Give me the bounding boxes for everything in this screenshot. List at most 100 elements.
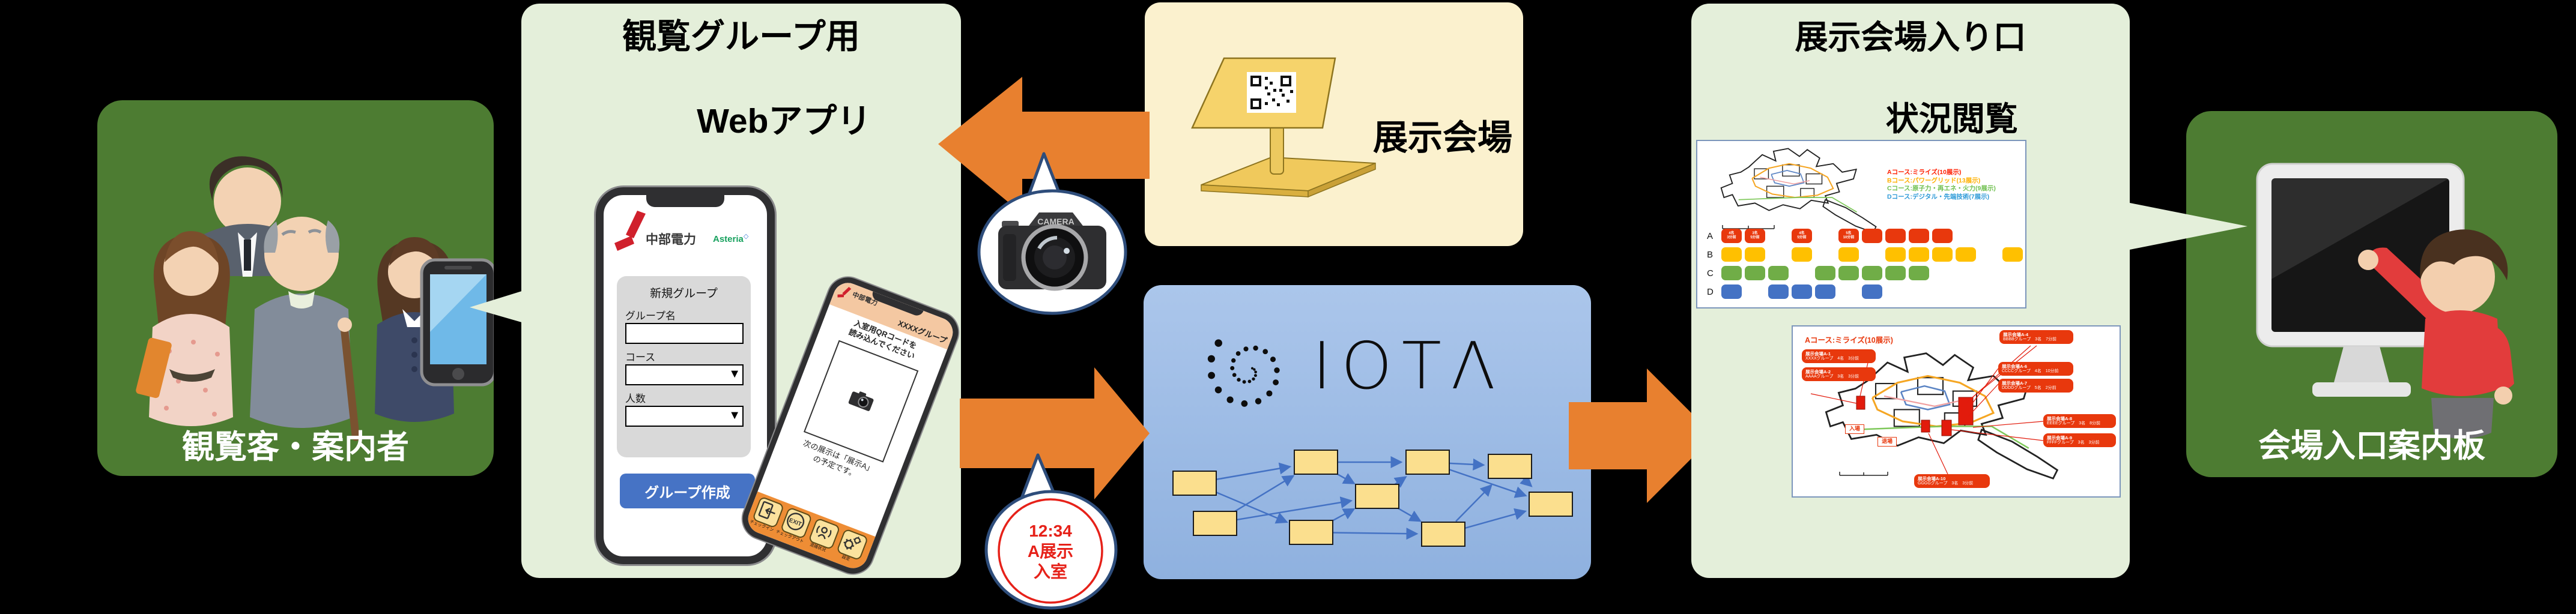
iota-logo-text: IOTΛ [1312, 329, 1505, 404]
tangle-node [1405, 450, 1450, 475]
people-count-label: 人数 [625, 393, 646, 405]
family-illustration [136, 156, 494, 441]
map2-title: Aコース:ミライズ(10展示) [1805, 336, 1893, 345]
course-slot [1862, 229, 1882, 243]
smartphone-icon [420, 258, 494, 387]
course-slot [1909, 229, 1929, 243]
course-slot [1815, 284, 1835, 299]
webapp-title-line2: Webアプリ [697, 102, 871, 141]
status-title-line1: 展示会場入り口 [1795, 19, 2026, 56]
phone2-header: 中部電力 XXXXグループ [829, 278, 957, 350]
people-count-select[interactable]: ▼ [625, 406, 744, 427]
board-illustration [2256, 163, 2514, 439]
flow-arrow-right-icon [1569, 369, 1714, 503]
course-a-detail-map[interactable]: Aコース:ミライズ(10展示) [1792, 325, 2121, 498]
course-slot [1721, 284, 1742, 299]
chevron-down-icon[interactable]: ▼ [729, 409, 741, 422]
door-in-icon [758, 501, 775, 519]
course-slot [1862, 284, 1882, 299]
checkin-stamp-bubble: 12:34 A展示 入室 [984, 453, 1118, 610]
phone-qr-scan: 中部電力 XXXXグループ 入室用QRコードを 読み込んでください 次の展示は「… [736, 271, 965, 580]
course-slot [2002, 247, 2023, 262]
camera-bubble: CAMERA [977, 152, 1127, 315]
course-row-label: D [1707, 287, 1714, 297]
course-slot [1792, 284, 1812, 299]
card-title: 新規グループ [650, 287, 718, 300]
qr-stand-icon [1191, 57, 1376, 198]
webapp-title: 観覧グループ用 Webアプリ [521, 16, 961, 143]
webapp-title-line1: 観覧グループ用 [622, 17, 860, 56]
exit-chip: 退場 [1877, 437, 1897, 447]
legend-course-b: Bコース:パワーグリッド(13展示) [1887, 176, 1981, 184]
webapp-pointer [470, 290, 524, 323]
chevron-down-icon[interactable]: ▼ [729, 367, 741, 381]
course-slot [1956, 247, 1976, 262]
presenter-icon [2358, 229, 2514, 439]
tangle-node [1488, 454, 1532, 479]
course-slot [1885, 229, 1906, 243]
tangle-node [1289, 520, 1333, 545]
new-group-card: 新規グループ グループ名 コース ▼ 人数 ▼ [617, 276, 751, 457]
settings-button[interactable] [836, 528, 869, 561]
course-slot [1815, 266, 1835, 280]
status-title: 展示会場入り口 状況閲覧 [1691, 17, 2130, 140]
chubu-logo-icon [837, 287, 852, 298]
camera-icon: CAMERA [998, 212, 1106, 291]
course-slot [1745, 247, 1765, 262]
stamp-time: 12:34 [1029, 522, 1072, 540]
phone2-navbar: EXIT チェックイン チェックアウト [744, 491, 876, 573]
iota-logo-icon [1207, 339, 1280, 407]
course-slot [1745, 266, 1765, 280]
status-title-line2: 状況閲覧 [1885, 100, 2018, 138]
venue-label: 展示会場 [1373, 118, 1513, 157]
course-label: コース [625, 352, 656, 363]
legend-course-c: Cコース:原子力・再エネ・火力(9展示) [1887, 185, 1996, 192]
tangle-node [1355, 484, 1399, 509]
course-slot [1885, 247, 1906, 262]
visitors-label: 観覧客・案内者 [182, 429, 409, 465]
course-slot [1909, 266, 1929, 280]
course-slot [1721, 266, 1742, 280]
course-slot [1862, 266, 1882, 280]
create-group-button[interactable]: グループ作成 [620, 474, 755, 508]
map2-markers [1810, 345, 2044, 476]
course-slot [1838, 266, 1859, 280]
legend-course-d: Dコース:デジタル・先端技術(7展示) [1887, 193, 1990, 200]
camera-label: CAMERA [1037, 217, 1074, 226]
course-row-label: C [1707, 268, 1714, 278]
flow-arrow-right-icon [960, 367, 1150, 499]
checkin-button[interactable] [751, 496, 785, 529]
phone1-brand: 中部電力 [646, 233, 696, 247]
status-pointer [2130, 203, 2247, 250]
course-overview-map[interactable]: Aコース:ミライズ(10展示) Bコース:パワーグリッド(13展示) Cコース:… [1696, 140, 2026, 309]
camera-viewfinder[interactable] [803, 340, 919, 463]
group-name-label: グループ名 [625, 310, 676, 322]
course-slot [1909, 247, 1929, 262]
group-name-input[interactable] [625, 323, 744, 344]
phone-notch [646, 195, 724, 207]
course-select[interactable]: ▼ [625, 364, 744, 385]
exit-icon: EXIT [787, 513, 805, 531]
tangle-node [1294, 450, 1338, 475]
course-legend: Aコース:ミライズ(10展示) Bコース:パワーグリッド(13展示) Cコース:… [1887, 169, 1996, 201]
chubu-logo-icon [614, 211, 646, 251]
stamp-action: 入室 [1034, 562, 1067, 581]
tangle-node [1421, 522, 1465, 547]
sparkle-icon: ◇ [743, 233, 749, 240]
asteria-logo: Asteria◇ [713, 233, 749, 244]
checkout-button[interactable]: EXIT [780, 507, 813, 540]
course-row-label: B [1707, 250, 1714, 260]
board-label: 会場入口案内板 [2258, 428, 2485, 464]
congestion-button[interactable] [808, 517, 841, 550]
